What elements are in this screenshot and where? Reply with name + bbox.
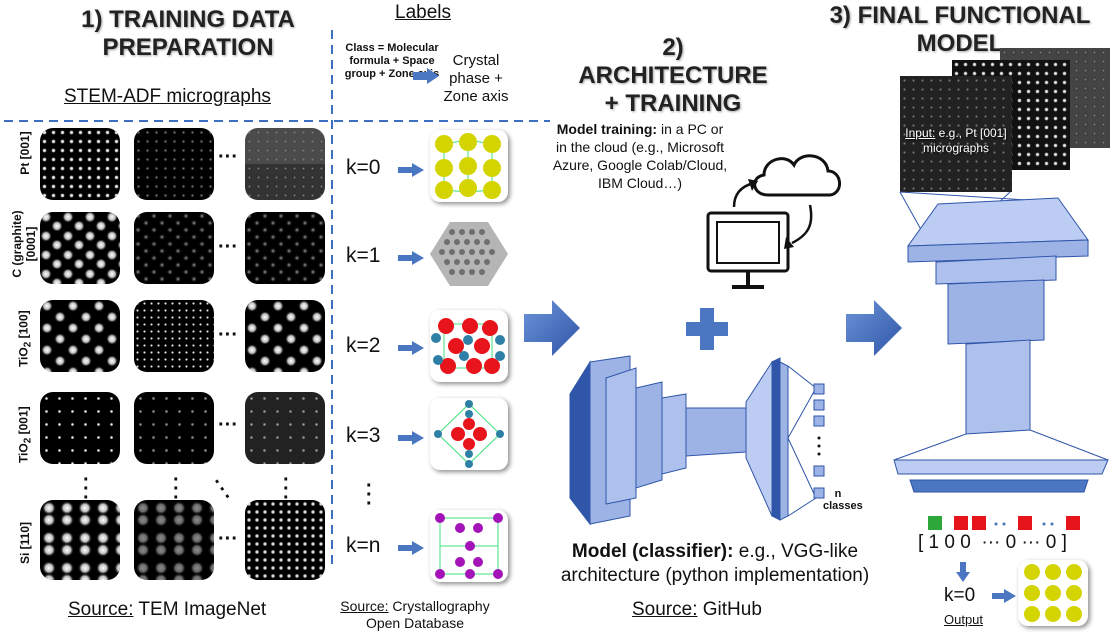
arrow-icon xyxy=(398,163,424,177)
dashed-dividers xyxy=(4,30,550,570)
input-label: Input: e.g., Pt [001] micrographs xyxy=(902,126,1010,156)
section2-title-line1: 2) ARCHITECTURE xyxy=(578,34,768,89)
k-label: k=1 xyxy=(346,244,381,267)
vertical-network-diagram xyxy=(893,191,1109,493)
crystal-structure-tio2-001 xyxy=(430,398,508,470)
micrograph-thumb xyxy=(40,128,120,200)
crystal-structure-tio2-100 xyxy=(430,310,508,382)
model-description-text: e.g., VGG-like architecture (python impl… xyxy=(560,541,870,586)
micrograph-thumb xyxy=(245,212,325,284)
section3-title-line2: MODEL xyxy=(916,30,1004,57)
section3-title: 3) FINAL FUNCTIONAL MODEL xyxy=(815,2,1105,58)
row-label-graphite: C (graphite)[0001] xyxy=(10,210,38,278)
training-note: Model training: in a PC or in the cloud … xyxy=(550,120,730,192)
crystal-structure-pt xyxy=(430,130,508,202)
k-label: k=0 xyxy=(346,156,381,179)
down-arrow-icon xyxy=(956,562,970,582)
output-k: k=0 xyxy=(944,585,976,606)
row-label-si110: Si [110] xyxy=(18,521,32,565)
k-label: k=3 xyxy=(346,424,381,447)
micrograph-thumb xyxy=(245,392,325,464)
micrograph-thumb xyxy=(134,300,214,372)
training-note-text: in a PC or in the cloud (e.g., Microsoft… xyxy=(552,121,728,191)
ellipsis: ··· xyxy=(218,236,238,258)
model-description: Model (classifier): e.g., VGG-like archi… xyxy=(540,540,890,588)
section1-title: 1) TRAINING DATA PREPARATION xyxy=(38,6,338,62)
output-crystal-structure xyxy=(1018,560,1088,626)
vertical-ellipsis: ··· xyxy=(283,469,290,509)
micrographs-heading: STEM-ADF micrographs xyxy=(64,86,271,107)
ellipsis: ··· xyxy=(218,146,238,168)
section2-title: 2) ARCHITECTURE + TRAINING xyxy=(568,34,778,118)
micrograph-thumb xyxy=(40,392,120,464)
vertical-ellipsis: ··· xyxy=(83,469,90,509)
labels-source: Source: Crystallography Open Database xyxy=(340,598,490,632)
section1-source: Source: TEM ImageNet xyxy=(68,599,266,621)
arrow-icon xyxy=(398,341,424,355)
source-prefix: Source: xyxy=(68,599,134,620)
big-arrow-icon xyxy=(524,300,580,356)
micrograph-thumb xyxy=(40,500,120,580)
vertical-ellipsis: ··· xyxy=(173,469,180,509)
cloud-computer-icon xyxy=(706,154,841,289)
micrograph-thumb xyxy=(40,300,120,372)
ellipsis: ··· xyxy=(218,324,238,346)
model-description-bold: Model (classifier): xyxy=(571,541,734,562)
ellipsis: ··· xyxy=(218,414,238,436)
source-prefix: Source: xyxy=(632,599,698,620)
crystal-structure-si xyxy=(430,510,508,582)
source-text: Crystallography Open Database xyxy=(365,598,490,631)
output-vector: [ 1 0 0 ··· 0 ··· 0 ] xyxy=(918,532,1067,553)
plus-icon xyxy=(686,308,728,350)
micrograph-thumb xyxy=(134,392,214,464)
arrow-icon xyxy=(413,68,439,84)
input-micrograph-front xyxy=(900,76,1012,192)
arrow-icon xyxy=(398,251,424,265)
source-text: GitHub xyxy=(697,599,762,620)
input-prefix: Input: xyxy=(905,126,936,140)
training-note-bold: Model training: xyxy=(556,121,658,137)
labels-heading: Labels xyxy=(395,2,451,23)
row-label-tio2-001: TiO2 [001] xyxy=(16,406,34,464)
output-label: Output xyxy=(944,612,984,627)
vertical-ellipsis: ··· xyxy=(366,475,373,515)
micrograph-thumb xyxy=(40,212,120,284)
row-label-pt001: Pt [001] xyxy=(18,131,32,175)
n-classes-label: n classes xyxy=(823,488,863,512)
input-text: e.g., Pt [001] micrographs xyxy=(922,126,1007,155)
section1-title-line2: PREPARATION xyxy=(102,34,274,61)
row-label-tio2-100: TiO2 [100] xyxy=(16,310,34,368)
arrow-icon xyxy=(398,541,424,555)
micrograph-thumb xyxy=(245,500,325,580)
crystal-phase-label: Crystal phase + Zone axis xyxy=(443,52,509,105)
k-label: k=2 xyxy=(346,334,381,357)
micrograph-thumb xyxy=(134,128,214,200)
big-arrow-icon xyxy=(846,300,902,356)
micrograph-thumb xyxy=(134,500,214,580)
section3-title-line1: 3) FINAL FUNCTIONAL xyxy=(829,2,1091,29)
ellipsis: ··· xyxy=(218,528,238,550)
cnn-architecture-diagram xyxy=(569,355,825,526)
micrograph-thumb xyxy=(245,300,325,372)
arrow-icon xyxy=(398,431,424,445)
crystal-structure-graphite xyxy=(430,218,508,290)
source-prefix: Source: xyxy=(340,598,389,614)
arrow-icon xyxy=(992,589,1016,603)
output-vector-cubes xyxy=(928,516,1080,530)
section2-source: Source: GitHub xyxy=(632,599,762,621)
section1-title-line1: 1) TRAINING DATA xyxy=(81,6,295,33)
micrograph-thumb xyxy=(134,212,214,284)
source-text: TEM ImageNet xyxy=(133,599,267,620)
section2-title-line2: + TRAINING xyxy=(604,90,742,117)
micrograph-thumb xyxy=(245,128,325,200)
k-label: k=n xyxy=(346,534,381,557)
